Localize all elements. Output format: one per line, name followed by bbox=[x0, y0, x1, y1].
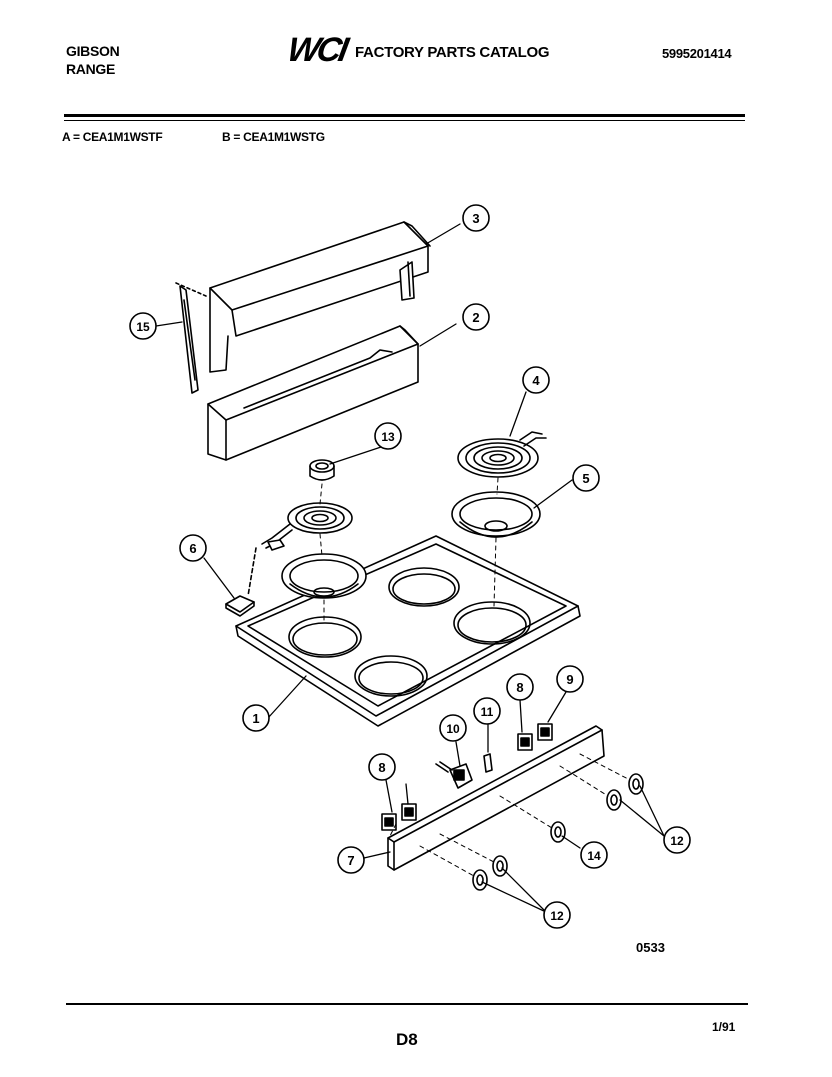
callout-6: 6 bbox=[189, 541, 196, 556]
footer-rule bbox=[66, 1003, 748, 1005]
callout-8-right: 8 bbox=[516, 680, 523, 695]
callout-12-bottom: 12 bbox=[550, 909, 564, 923]
callout-4: 4 bbox=[532, 373, 540, 388]
callout-10: 10 bbox=[446, 722, 460, 736]
callout-14: 14 bbox=[587, 849, 601, 863]
revision-date: 1/91 bbox=[712, 1020, 736, 1034]
part-2-backguard-panel bbox=[207, 325, 419, 461]
figure-code: 0533 bbox=[636, 940, 665, 955]
callout-13: 13 bbox=[381, 430, 395, 444]
callout-12-right: 12 bbox=[670, 834, 684, 848]
header-rule-thick bbox=[64, 114, 745, 117]
product-type: RANGE bbox=[66, 61, 116, 77]
model-b-label: B = CEA1M1WSTG bbox=[222, 130, 325, 144]
callout-1: 1 bbox=[252, 711, 259, 726]
part-8-knob-left bbox=[381, 803, 417, 831]
callout-15: 15 bbox=[136, 320, 150, 334]
leader-lines bbox=[155, 223, 665, 913]
model-a-label: A = CEA1M1WSTF bbox=[62, 130, 163, 144]
part-7-control-panel bbox=[387, 725, 605, 871]
callout-5: 5 bbox=[582, 471, 589, 486]
callout-7: 7 bbox=[347, 853, 354, 868]
part-11-indicator-light bbox=[483, 753, 493, 773]
part-10-switch bbox=[435, 761, 473, 789]
part-14-bezel bbox=[550, 821, 566, 843]
part-6-terminal-block bbox=[225, 547, 257, 617]
catalog-title: FACTORY PARTS CATALOG bbox=[355, 44, 550, 61]
part-15-side-trim bbox=[175, 282, 207, 394]
callout-2: 2 bbox=[472, 310, 479, 325]
callout-circles bbox=[129, 204, 691, 929]
part-9-knob bbox=[537, 723, 553, 741]
part-8-knob-right bbox=[517, 733, 533, 751]
small-drip-bowl bbox=[281, 553, 367, 599]
catalog-number: 5995201414 bbox=[662, 46, 732, 61]
knob-shaft-lines bbox=[389, 753, 631, 877]
part-1-cooktop bbox=[235, 535, 581, 727]
callout-labels: 1 2 3 4 5 6 7 8 8 9 10 11 12 12 13 14 15 bbox=[136, 211, 684, 923]
callout-9: 9 bbox=[566, 672, 573, 687]
part-13-collar bbox=[309, 459, 335, 481]
callout-3: 3 bbox=[472, 211, 479, 226]
part-3-backguard-top bbox=[209, 221, 431, 373]
callout-11: 11 bbox=[481, 705, 494, 719]
page-code: D8 bbox=[396, 1030, 418, 1049]
alignment-lines bbox=[319, 477, 499, 623]
part-12-bezels bbox=[472, 773, 644, 891]
part-5-drip-bowl bbox=[451, 491, 541, 538]
part-4-large-element bbox=[457, 431, 547, 478]
small-surface-element bbox=[261, 502, 353, 551]
header-rule-thin bbox=[64, 120, 745, 121]
callout-8-left: 8 bbox=[378, 760, 385, 775]
brand-name: GIBSON bbox=[66, 43, 120, 59]
